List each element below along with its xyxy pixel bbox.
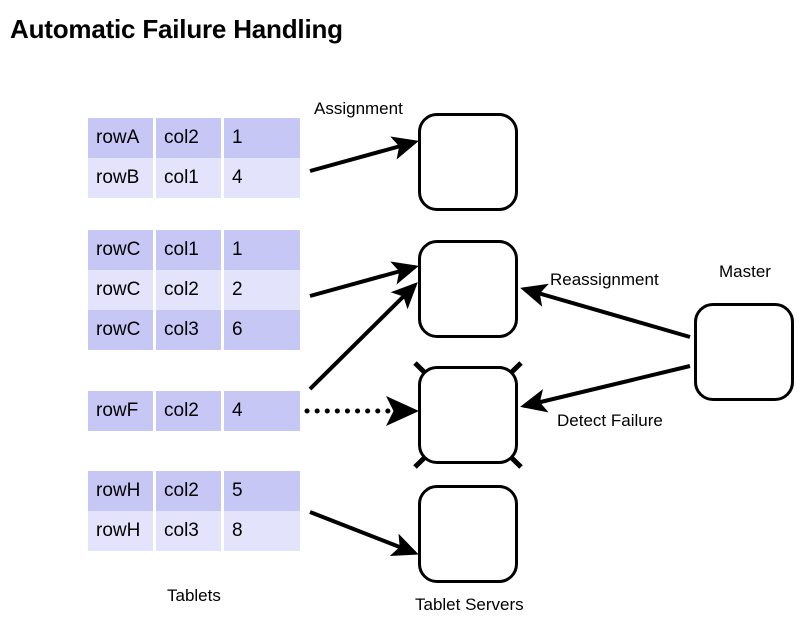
table-cell: 8 bbox=[224, 511, 300, 551]
table-cell: rowA bbox=[88, 118, 153, 158]
reassignment-label: Reassignment bbox=[550, 270, 659, 289]
page-title: Automatic Failure Handling bbox=[10, 14, 343, 44]
reassignment-arrow bbox=[520, 283, 691, 339]
table-cell: rowH bbox=[88, 511, 153, 551]
table-cell: rowC bbox=[88, 310, 153, 350]
assignment-arrow bbox=[309, 136, 419, 173]
tablet2-assign-arrow bbox=[309, 261, 419, 298]
table-cell: 1 bbox=[224, 118, 300, 158]
table-cell: rowC bbox=[88, 230, 153, 270]
detect-failure-label: Detect Failure bbox=[557, 411, 663, 430]
master-label: Master bbox=[719, 262, 771, 281]
table-cell: col2 bbox=[156, 270, 221, 310]
tablet3-assign-arrow bbox=[308, 282, 418, 391]
table-cell: 4 bbox=[224, 391, 300, 431]
tablet-server[interactable] bbox=[418, 485, 518, 583]
tablet-servers-label: Tablet Servers bbox=[415, 595, 524, 614]
table-cell: 1 bbox=[224, 230, 300, 270]
table-cell: col2 bbox=[156, 391, 221, 431]
table-cell: rowH bbox=[88, 471, 153, 511]
table-cell: 6 bbox=[224, 310, 300, 350]
table-cell: 4 bbox=[224, 158, 300, 198]
table-cell: rowF bbox=[88, 391, 153, 431]
table-cell: col3 bbox=[156, 310, 221, 350]
table-cell: 5 bbox=[224, 471, 300, 511]
table-cell: col1 bbox=[156, 158, 221, 198]
table-cell: rowC bbox=[88, 270, 153, 310]
tablet-server-failed[interactable] bbox=[418, 366, 518, 464]
detect-failure-arrow bbox=[520, 364, 691, 413]
table-cell: col3 bbox=[156, 511, 221, 551]
tablet-server[interactable] bbox=[418, 113, 518, 211]
tablet4-assign-arrow bbox=[309, 510, 419, 557]
table-cell: col2 bbox=[156, 118, 221, 158]
assignment-label: Assignment bbox=[314, 99, 403, 118]
tablet-server[interactable] bbox=[418, 240, 518, 338]
table-cell: col2 bbox=[156, 471, 221, 511]
tablets-label: Tablets bbox=[167, 586, 221, 605]
master-node[interactable] bbox=[694, 303, 794, 401]
table-cell: rowB bbox=[88, 158, 153, 198]
table-cell: col1 bbox=[156, 230, 221, 270]
table-cell: 2 bbox=[224, 270, 300, 310]
